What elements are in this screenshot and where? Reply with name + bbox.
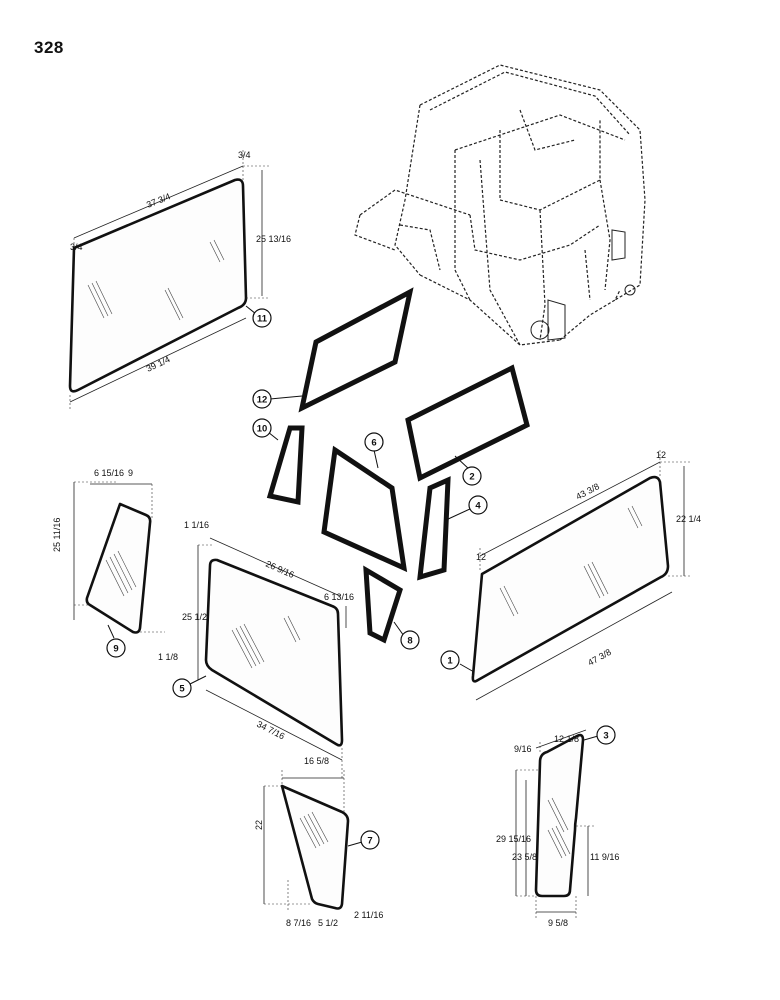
glass-7-assembly: 16 5/8 22 8 7/16 5 1/2 2 11/16 7 <box>254 756 383 928</box>
seal-8-assembly: 8 <box>363 565 420 650</box>
glass-5-offset-dim: 1 1/16 <box>184 520 209 530</box>
callout-11-label: 11 <box>257 314 268 325</box>
glass-3-height-left-dim: 29 15/16 <box>496 834 531 844</box>
glass-11-assembly: 37 3/4 39 1/4 25 13/16 3/4 3/4 11 <box>68 150 291 410</box>
callout-3-label: 3 <box>603 731 608 742</box>
callout-11-circle <box>252 308 272 328</box>
glass-9-bottom-offset-dim: 1 1/8 <box>158 652 178 662</box>
glass-7-bottom-left-dim: 8 7/16 <box>286 918 311 928</box>
callout-12-label: 12 <box>257 395 268 406</box>
glass-11-height-dim: 25 13/16 <box>256 234 291 244</box>
callout-7-label: 7 <box>367 836 372 847</box>
glass-3-offset-top-dim: 9/16 <box>514 744 532 754</box>
callout-1-label: 1 <box>447 656 453 667</box>
glass-1-top-dim: 43 3/8 <box>574 481 601 502</box>
glass-7-height-dim: 22 <box>254 820 264 830</box>
glass-7-bottom-mid-dim: 5 1/2 <box>318 918 338 928</box>
glass-1-corner-right-dim: 12 <box>656 450 666 460</box>
callout-2-label: 2 <box>469 472 474 483</box>
glass-1-height-dim: 22 1/4 <box>676 514 701 524</box>
glass-11-bottom-dim: 39 1/4 <box>145 354 172 374</box>
glass-3-height-inner-dim: 23 5/8 <box>512 852 537 862</box>
page-number: 328 <box>34 38 64 57</box>
seal-10-assembly: 10 <box>252 418 305 506</box>
callout-10-label: 10 <box>257 424 268 435</box>
glass-9-top-right-dim: 9 <box>128 468 133 478</box>
glass-1-corner-left-dim: 12 <box>476 552 486 562</box>
glass-3-height-right-dim: 11 9/16 <box>590 852 619 862</box>
glass-5-assembly: 26 9/16 34 7/16 25 1/2 6 13/16 1 1/16 5 <box>172 520 354 780</box>
glass-5-top-dim: 26 9/16 <box>264 559 296 580</box>
glass-5-bottom-dim: 34 7/16 <box>255 719 286 742</box>
seal-12-assembly: 12 <box>252 287 414 413</box>
glass-9-top-left-dim: 6 15/16 <box>94 468 124 478</box>
callout-5-label: 5 <box>179 684 185 695</box>
glass-1-assembly: 43 3/8 47 3/8 22 1/4 12 12 1 <box>440 450 701 701</box>
glass-3-bottom-dim: 9 5/8 <box>548 918 568 928</box>
seal-6-assembly: 6 <box>321 432 408 573</box>
cab-frame-drawing <box>354 64 646 346</box>
callout-8-label: 8 <box>407 636 412 647</box>
seal-4-assembly: 4 <box>417 476 488 581</box>
callout-4-label: 4 <box>475 501 481 512</box>
glass-5-height-right-dim: 6 13/16 <box>324 592 354 602</box>
glass-11-corner-right-dim: 3/4 <box>238 150 251 160</box>
callout-6-label: 6 <box>371 438 376 449</box>
glass-11-corner-left-dim: 3/4 <box>70 242 83 252</box>
glass-1-bottom-dim: 47 3/8 <box>586 647 613 668</box>
glass-7-top-dim: 16 5/8 <box>304 756 329 766</box>
glass-3-top-dim: 12 1/8 <box>554 734 579 744</box>
glass-9-assembly: 6 15/16 9 25 11/16 1 1/8 9 <box>52 468 178 662</box>
callout-9-label: 9 <box>113 644 118 655</box>
seal-2-assembly: 2 <box>405 364 530 486</box>
glass-5-height-left-dim: 25 1/2 <box>182 612 207 622</box>
glass-3-assembly: 12 1/8 9/16 29 15/16 23 5/8 11 9/16 9 5/… <box>496 725 619 928</box>
glass-9-height-dim: 25 11/16 <box>52 518 62 552</box>
glass-7-bottom-right-dim: 2 11/16 <box>354 910 383 920</box>
